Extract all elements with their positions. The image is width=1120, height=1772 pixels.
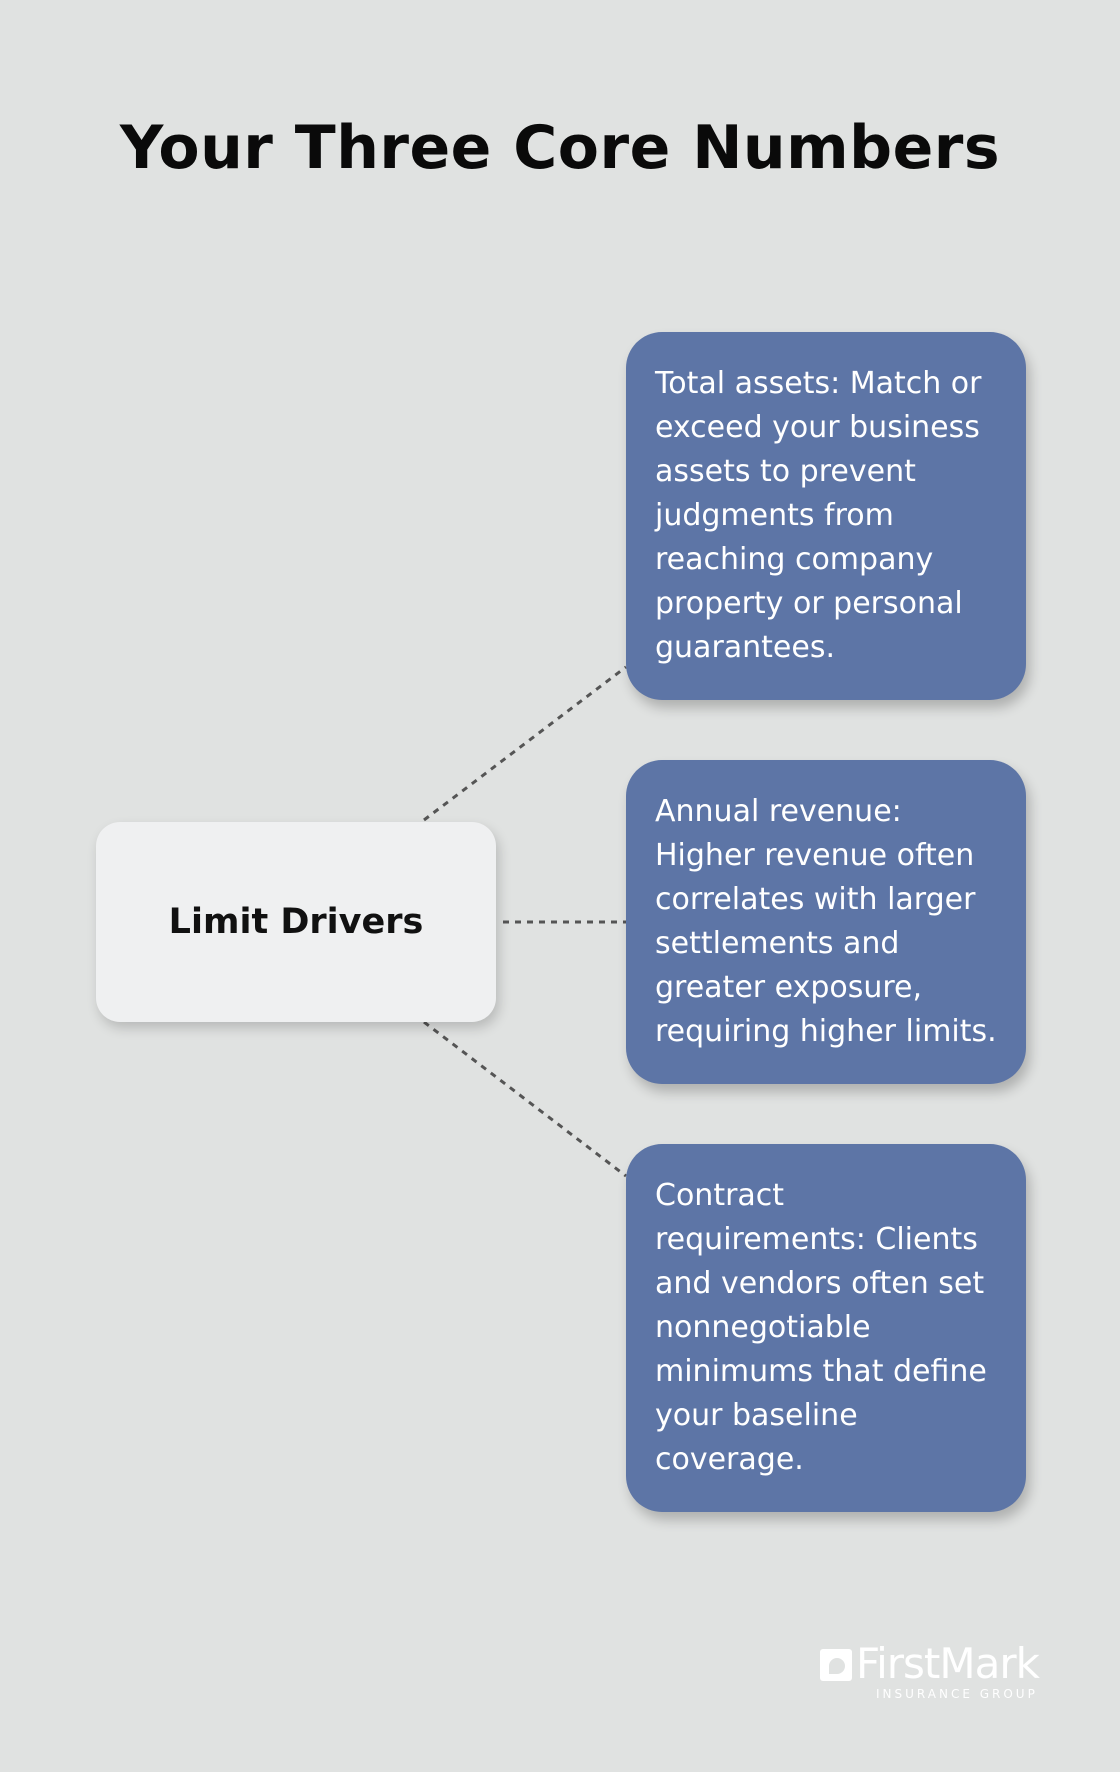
logo-mark-icon <box>820 1649 852 1681</box>
driver-card-text: Annual revenue: Higher revenue often cor… <box>655 794 997 1049</box>
connector-line-top <box>423 665 627 822</box>
center-node-label: Limit Drivers <box>168 902 424 942</box>
driver-card-contract-requirements: Contract requirements: Clients and vendo… <box>626 1144 1026 1512</box>
diagram-title: Your Three Core Numbers <box>119 113 1001 183</box>
driver-card-text: Total assets: Match or exceed your busin… <box>655 366 982 665</box>
logo-name: FirstMark <box>856 1639 1040 1688</box>
connector-line-bottom <box>423 1020 627 1178</box>
center-node: Limit Drivers <box>96 822 496 1022</box>
driver-card-annual-revenue: Annual revenue: Higher revenue often cor… <box>626 760 1026 1084</box>
firstmark-logo: FirstMark INSURANCE GROUP <box>820 1639 1060 1705</box>
driver-card-total-assets: Total assets: Match or exceed your busin… <box>626 332 1026 700</box>
driver-card-text: Contract requirements: Clients and vendo… <box>655 1178 987 1477</box>
logo-subtitle: INSURANCE GROUP <box>876 1687 1038 1701</box>
